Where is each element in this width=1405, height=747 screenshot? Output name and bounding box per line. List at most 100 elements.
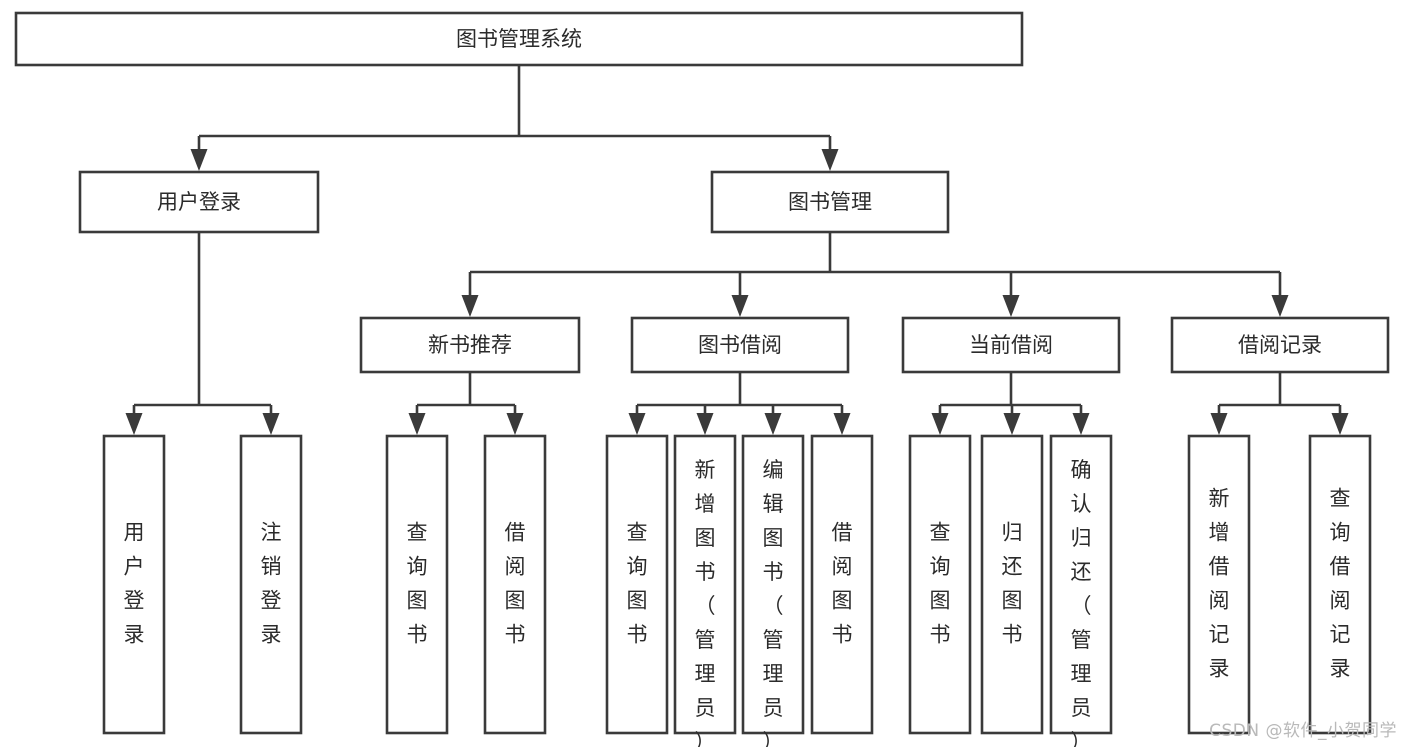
connector-group (931, 372, 1090, 435)
node-label-char: （ (1071, 594, 1092, 618)
node-label-char: 增 (1209, 521, 1230, 545)
node-label: 借阅记录 (1238, 333, 1322, 357)
node-label-char: 询 (930, 555, 951, 579)
connector-layer (125, 65, 1349, 435)
connector-arrowhead (506, 413, 524, 435)
node-label-char: 图 (505, 589, 526, 613)
connector-arrowhead (408, 413, 426, 435)
node-box[interactable] (1308, 434, 1372, 735)
node-label-char: 书 (763, 560, 784, 584)
node-box[interactable] (1187, 434, 1251, 735)
node-box[interactable] (483, 434, 547, 735)
node-label-char: ） (1071, 730, 1092, 747)
node-box[interactable] (102, 434, 166, 735)
node-label-char: 理 (1071, 662, 1092, 686)
node-label-char: 借 (505, 521, 526, 545)
node-box[interactable] (810, 434, 874, 735)
node-label-char: 录 (1330, 657, 1351, 681)
node-label-char: 员 (695, 696, 716, 720)
node-box[interactable] (359, 316, 581, 374)
node-box[interactable] (741, 434, 805, 735)
node-label: 图书管理系统 (456, 27, 582, 51)
node-book-borrow[interactable]: 图书借阅 (630, 316, 850, 374)
node-label-char: 查 (627, 521, 648, 545)
node-label-char: 注 (261, 521, 282, 545)
node-label-char: （ (763, 594, 784, 618)
node-current-borrow[interactable]: 当前借阅 (901, 316, 1121, 374)
node-user-login[interactable]: 用户登录 (78, 170, 320, 234)
node-label-char: 登 (124, 589, 145, 613)
node-box[interactable] (14, 11, 1024, 67)
node-label-char: 阅 (832, 555, 853, 579)
node-label-char: 借 (1209, 555, 1230, 579)
connector-arrowhead (1002, 295, 1020, 317)
node-box[interactable] (239, 434, 303, 735)
node-label-char: 查 (1330, 487, 1351, 511)
node-label-char: 书 (832, 623, 853, 647)
node-box[interactable] (901, 316, 1121, 374)
connector-arrowhead (125, 413, 143, 435)
connector-group (628, 372, 851, 435)
node-box[interactable] (605, 434, 669, 735)
node-label-char: 借 (1330, 555, 1351, 579)
node-label-char: 辑 (763, 492, 784, 516)
node-box[interactable] (78, 170, 320, 234)
node-label-char: 图 (1002, 589, 1023, 613)
node-box[interactable] (908, 434, 972, 735)
node-root-图书管理系统[interactable]: 图书管理系统 (14, 11, 1024, 67)
node-label-char: 书 (930, 623, 951, 647)
node-label-char: 户 (124, 555, 145, 579)
node-label-char: 书 (627, 623, 648, 647)
node-label-char: 录 (1209, 657, 1230, 681)
node-label-char: （ (695, 594, 716, 618)
node-label: 图书管理 (788, 190, 872, 214)
node-label-char: 询 (407, 555, 428, 579)
node-leaf-user-login[interactable]: 用户登录 (102, 434, 166, 735)
node-label-char: 管 (1071, 628, 1092, 652)
node-label-char: 理 (695, 662, 716, 686)
node-box[interactable] (385, 434, 449, 735)
node-label-char: 编 (763, 458, 784, 482)
node-box[interactable] (980, 434, 1044, 735)
node-label: 当前借阅 (969, 333, 1053, 357)
connector-arrowhead (1210, 413, 1228, 435)
connector-arrowhead (1072, 413, 1090, 435)
node-label-char: 归 (1071, 526, 1092, 550)
node-label-char: 新 (1209, 487, 1230, 511)
node-label-char: 书 (407, 623, 428, 647)
node-label-char: ） (695, 730, 716, 747)
node-book-management[interactable]: 图书管理 (710, 170, 950, 234)
node-label-char: 图 (695, 526, 716, 550)
node-label-char: 员 (1071, 696, 1092, 720)
node-label-char: 阅 (1330, 589, 1351, 613)
node-label-char: 图 (930, 589, 951, 613)
connector-arrowhead (764, 413, 782, 435)
node-label-char: 认 (1071, 492, 1092, 516)
connector-arrowhead (628, 413, 646, 435)
node-label-char: 销 (261, 555, 282, 579)
node-box[interactable] (630, 316, 850, 374)
node-box[interactable] (1049, 434, 1113, 735)
node-box[interactable] (710, 170, 950, 234)
node-label-char: 询 (1330, 521, 1351, 545)
node-box[interactable] (1170, 316, 1390, 374)
node-new-book-recommend[interactable]: 新书推荐 (359, 316, 581, 374)
connector-arrowhead (262, 413, 280, 435)
node-box[interactable] (673, 434, 737, 735)
node-label-char: 图 (407, 589, 428, 613)
node-label-char: 借 (832, 521, 853, 545)
node-borrow-record[interactable]: 借阅记录 (1170, 316, 1390, 374)
